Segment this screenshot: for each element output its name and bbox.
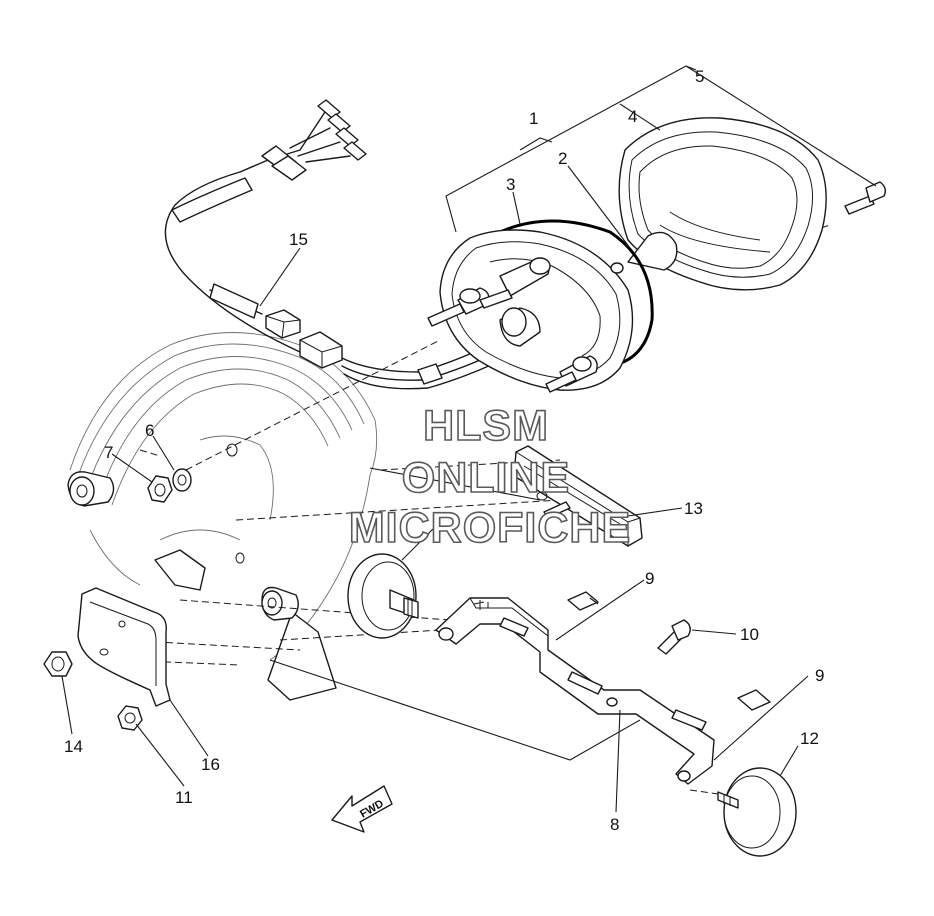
callout-7: 7 xyxy=(104,443,113,462)
watermark-line1: HLSM xyxy=(423,402,549,450)
callouts: 1 2 3 4 5 6 7 8 9 9 10 11 12 13 14 15 16 xyxy=(64,67,824,834)
nut xyxy=(147,475,173,503)
callout-3: 3 xyxy=(506,175,515,194)
watermark: HLSM ONLINE MICROFICHE xyxy=(348,401,631,553)
fender-tip xyxy=(267,611,337,701)
reflector xyxy=(717,767,797,857)
pad xyxy=(737,689,771,711)
callout-6: 6 xyxy=(145,421,154,440)
pad xyxy=(567,591,599,611)
fwd-arrow-icon: FWD xyxy=(331,785,393,833)
license-lamp xyxy=(513,445,643,547)
callout-12: 12 xyxy=(800,729,819,748)
plate-bracket xyxy=(77,587,171,707)
leader-lines xyxy=(61,65,877,813)
fender-tab xyxy=(154,549,206,591)
bracket xyxy=(435,597,715,785)
fender-hole xyxy=(226,443,238,457)
watermark-line3: MICROFICHE xyxy=(349,504,631,552)
callout-11: 11 xyxy=(175,788,193,807)
washer xyxy=(172,468,192,492)
callout-1: 1 xyxy=(529,109,538,128)
lamp-housing xyxy=(427,219,654,393)
screw xyxy=(844,181,887,215)
callout-9-right: 9 xyxy=(815,666,824,685)
bolt xyxy=(657,619,691,655)
wire-harness xyxy=(164,99,511,390)
callout-8: 8 xyxy=(610,815,619,834)
callout-9-top: 9 xyxy=(645,569,654,588)
callout-4: 4 xyxy=(628,107,637,126)
callout-13: 13 xyxy=(684,499,703,518)
callout-15: 15 xyxy=(289,230,308,249)
connector xyxy=(299,331,343,369)
fender-mount-boss-right xyxy=(261,586,299,621)
connector xyxy=(265,309,301,339)
watermark-line2: ONLINE xyxy=(402,454,570,502)
fender-hole xyxy=(235,552,245,564)
fender-mount-boss-left xyxy=(67,471,115,507)
callout-2: 2 xyxy=(558,149,567,168)
reflector-mount xyxy=(347,553,419,639)
callout-5: 5 xyxy=(695,67,704,86)
nut xyxy=(43,651,73,677)
lamp-lens xyxy=(618,117,827,291)
rear-fender xyxy=(69,332,378,661)
callout-14: 14 xyxy=(64,737,83,756)
callout-10: 10 xyxy=(740,625,759,644)
callout-16: 16 xyxy=(201,755,220,774)
